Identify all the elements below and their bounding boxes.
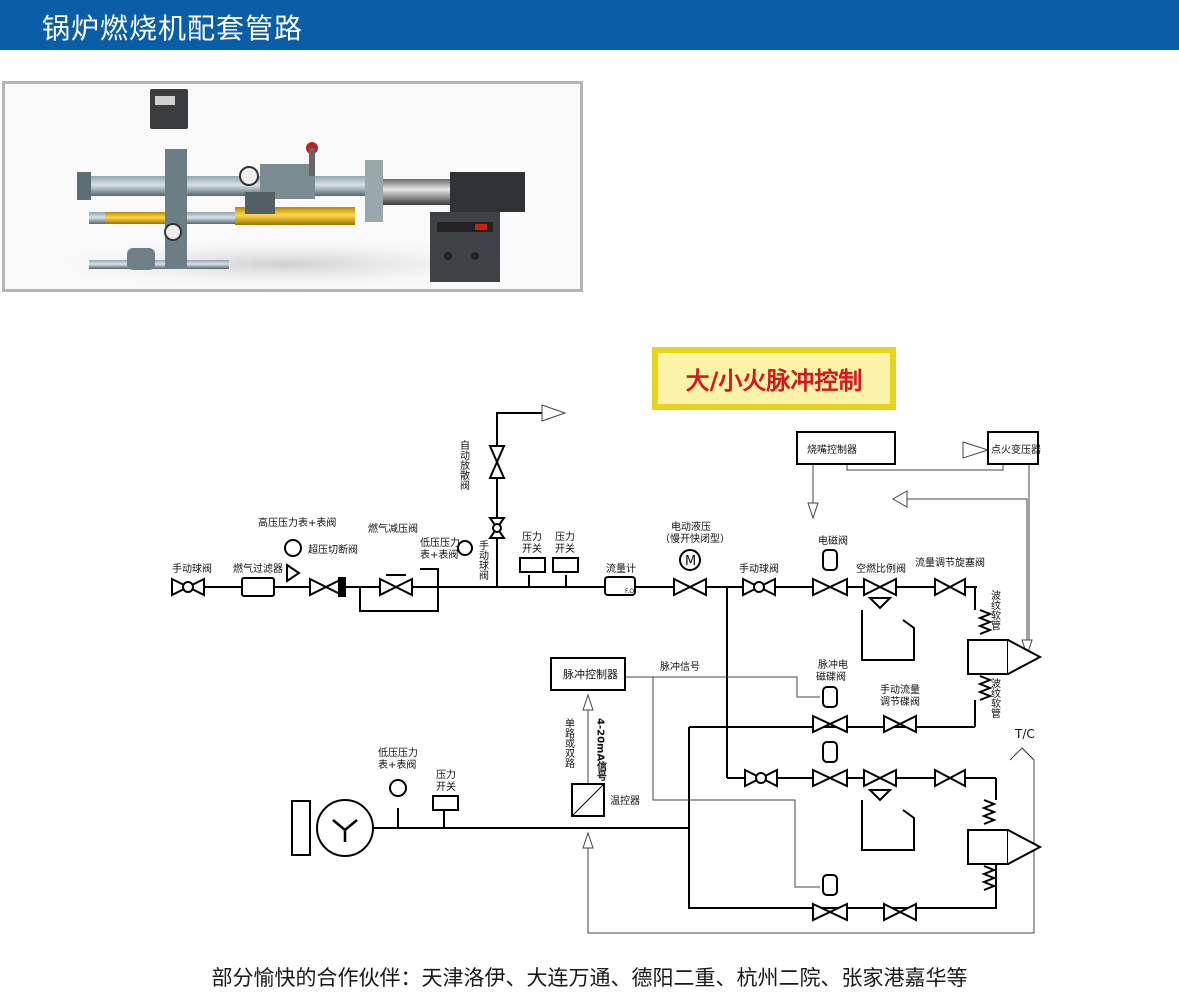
label-pressure-switch-a-1: 压力 [522, 530, 542, 543]
flow-regulating-cock [934, 577, 966, 597]
bellows-hose-2 [977, 675, 993, 701]
burner-nozzle-2 [1007, 829, 1043, 865]
label-pulse-solenoid-2: 磁碟阀 [816, 670, 846, 683]
label-manual-ball-valve-2: 手动球阀 [739, 562, 779, 575]
label-manual-flow-butterfly-1: 手动流量 [880, 683, 920, 696]
label-pressure-switch-c-1: 压力 [436, 768, 456, 781]
label-flowmeter-tag: F.O [625, 588, 634, 595]
label-low-pressure-gauge-4: 表+表阀 [378, 758, 416, 771]
label-manual-ball-valve: 手动球阀 [172, 562, 212, 575]
burner-pipeline-photo [15, 89, 555, 289]
bypass-line [359, 568, 439, 612]
label-bellows-hose-2: 波纹软管 [989, 677, 1001, 719]
pulse-controller-box [550, 657, 626, 691]
partners-footer: 部分愉快的合作伙伴：天津洛伊、大连万通、德阳二重、杭州二院、张家港嘉华等 [211, 966, 968, 990]
ignition-transformer-box [987, 431, 1039, 465]
control-mode-badge: 大/小火脉冲控制 [652, 347, 896, 410]
label-gas-filter: 燃气过滤器 [233, 562, 283, 575]
label-gas-reducing-valve: 燃气减压阀 [368, 522, 418, 535]
pressure-switch-b [552, 557, 579, 573]
fan-outlet [291, 800, 311, 856]
label-ignition-transformer: 点火变压器 [991, 443, 1041, 456]
label-signal-4-20: 4-20mA信号 [595, 718, 607, 782]
label-auto-vent-valve: 自动放散阀 [458, 439, 470, 491]
flow-regulating-cock-2 [934, 768, 966, 788]
manual-ball-valve-vertical [488, 517, 506, 539]
auto-vent-valve [488, 445, 506, 479]
pulse-solenoid-valve-2 [812, 874, 848, 922]
label-pressure-switch-b-1: 压力 [555, 530, 575, 543]
label-pressure-switch-a-2: 开关 [522, 542, 542, 555]
high-pressure-gauge-icon [284, 539, 302, 557]
label-pressure-switch-c-2: 开关 [436, 780, 456, 793]
label-low-pressure-gauge-1: 低压压力 [420, 536, 460, 549]
bellows-hose-1 [977, 609, 993, 635]
manual-flow-butterfly-valve [883, 714, 917, 734]
label-motor-symbol: M [685, 554, 696, 569]
low-pressure-gauge-icon-2 [389, 779, 407, 797]
badge-label: 大/小火脉冲控制 [685, 367, 863, 395]
label-tc: T/C [1014, 727, 1035, 741]
label-air-fuel-ratio-valve: 空燃比例阀 [856, 562, 906, 575]
manual-flow-butterfly-valve-2 [883, 902, 917, 922]
gas-filter [241, 577, 275, 597]
overpressure-shutoff-valve [309, 577, 346, 597]
header-bar: 锅炉燃烧机配套管路 [0, 0, 1179, 50]
solenoid-valve [812, 549, 848, 597]
label-low-pressure-gauge-3: 低压压力 [378, 746, 418, 759]
burner-head-2 [967, 829, 1009, 865]
label-high-pressure-gauge: 高压压力表+表阀 [258, 516, 336, 529]
label-single-or-dual: 单路或双路 [563, 718, 575, 769]
label-burner-controller: 烧嘴控制器 [807, 443, 857, 456]
label-bellows-hose-1: 波纹软管 [989, 589, 1001, 631]
pressure-switch-a [519, 557, 546, 573]
product-photo [2, 81, 583, 292]
label-flow-regulating-valve: 流量调节旋塞阀 [915, 556, 985, 569]
label-low-pressure-gauge-2: 表+表阀 [420, 548, 458, 561]
label-manual-flow-butterfly-2: 调节碟阀 [880, 695, 920, 708]
label-solenoid-valve: 电磁阀 [818, 534, 848, 547]
label-flowmeter: 流量计 [606, 562, 636, 575]
burner-head-1 [967, 639, 1009, 675]
low-pressure-gauge-icon [457, 540, 473, 556]
blower-fan [316, 799, 374, 857]
solenoid-valve-2 [812, 741, 848, 788]
air-fuel-ratio-valve [863, 577, 897, 610]
burner-controller-box [796, 431, 896, 465]
label-pulse-signal: 脉冲信号 [660, 660, 700, 673]
label-temp-controller: 温控器 [610, 794, 640, 807]
label-motor-hydraulic-2: （慢开快闭型） [660, 532, 730, 545]
motor-hydraulic-valve [673, 549, 707, 597]
manual-ball-valve-1 [171, 577, 205, 597]
manual-ball-valve-2 [742, 577, 776, 597]
air-fuel-ratio-valve-2 [863, 768, 897, 802]
pressure-switch-c [432, 795, 459, 811]
gas-reducing-valve [379, 574, 413, 597]
gauge-valve-1 [286, 563, 301, 583]
label-pulse-controller: 脉冲控制器 [563, 667, 618, 681]
label-pulse-solenoid-1: 脉冲电 [818, 658, 848, 671]
manual-ball-valve-3 [744, 768, 778, 788]
page-title: 锅炉燃烧机配套管路 [42, 12, 304, 45]
label-motor-hydraulic-1: 电动液压 [671, 520, 711, 533]
label-pressure-switch-b-2: 开关 [555, 542, 575, 555]
burner-nozzle-1 [1007, 639, 1043, 675]
pulse-solenoid-valve [812, 686, 848, 734]
flowmeter-icon [604, 576, 636, 596]
label-overpressure-shutoff: 超压切断阀 [308, 543, 358, 556]
label-manual-ball-valve-vertical: 手动球阀 [477, 539, 489, 581]
